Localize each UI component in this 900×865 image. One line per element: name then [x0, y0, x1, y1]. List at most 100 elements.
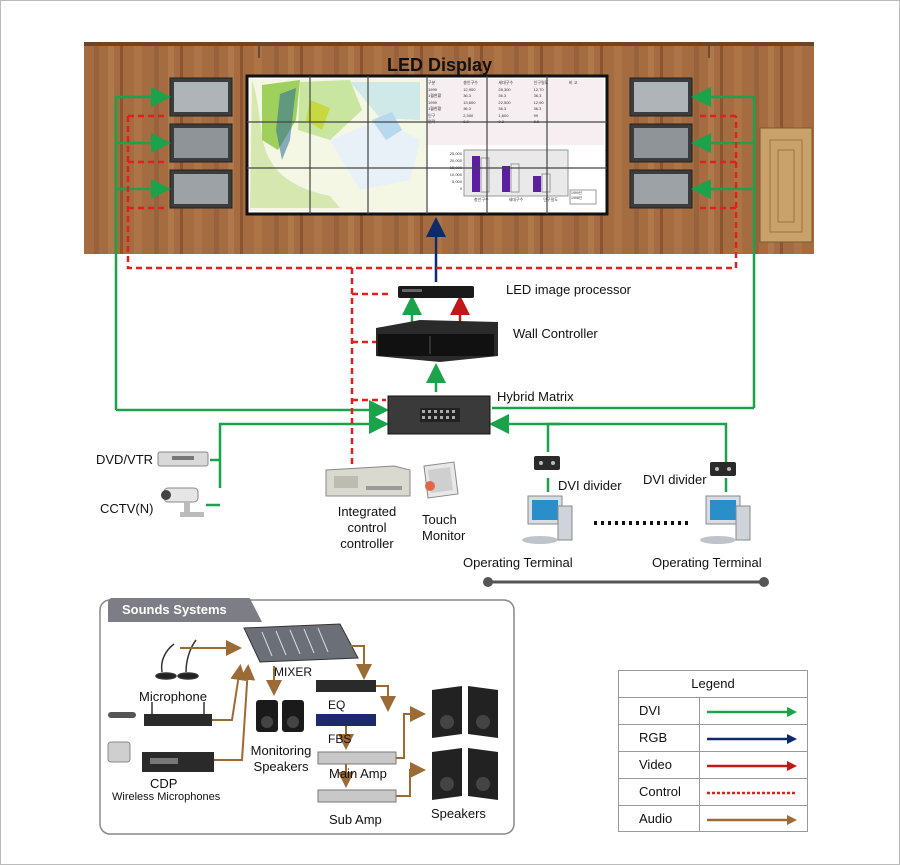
mixer-device — [243, 623, 359, 663]
operating-terminal-right — [700, 495, 751, 544]
hybrid-matrix-label: Hybrid Matrix — [497, 389, 574, 404]
microphone-icon — [155, 639, 199, 680]
screen-table-cell: 12,90 — [533, 99, 544, 105]
screen-table-cell: 9.3 — [498, 119, 504, 124]
legend-label: Video — [639, 757, 673, 772]
screen-chart-category: 인구밀도 — [543, 197, 558, 202]
main-amp-device — [317, 751, 397, 765]
legend-row-dvi: DVI — [619, 698, 807, 725]
screen-table-cell: 8.3 — [463, 119, 469, 124]
screen-chart-ytick: 10,000 — [449, 172, 462, 177]
dvi-divider-right-label: DVI divider — [643, 472, 707, 487]
legend-row-rgb: RGB — [619, 725, 807, 752]
screen-table-cell: 36.3 — [533, 106, 542, 111]
screen-chart-legend-item: 1999년 — [571, 191, 583, 195]
audio-connections — [180, 640, 426, 797]
wall-controller — [376, 320, 498, 362]
screen-table-header: 비 고 — [568, 80, 578, 85]
cdp-label: CDP — [150, 776, 178, 791]
screen-table-cell: 1,600 — [498, 112, 509, 118]
integrated-control-label: Integrated control controller — [337, 504, 397, 551]
screen-table-cell: 36.3 — [498, 93, 507, 98]
screen-table-cell: 12,900 — [463, 86, 476, 92]
legend-divider — [699, 697, 700, 831]
legend-label: RGB — [639, 730, 668, 745]
screen-table-cell: 12,70 — [533, 86, 544, 92]
legend-line-control — [707, 791, 797, 795]
legend-row-audio: Audio — [619, 806, 807, 832]
screen-table-cell: 인구 — [428, 112, 436, 118]
screen-table-cell: 1월현황 — [428, 106, 442, 111]
eq-device — [316, 680, 376, 692]
sounds-systems-tab: Sounds Systems — [108, 598, 262, 622]
eq-label: EQ — [328, 698, 346, 712]
sub-amp-device — [317, 789, 397, 803]
screen-table-cell: 99 — [533, 112, 539, 118]
legend-label: Control — [639, 784, 681, 799]
screen-chart-ytick: 15,000 — [449, 165, 462, 170]
screen-table-cell: 36.3 — [533, 93, 542, 98]
screen-chart-categories: 총인구수 세대구수 인구밀도 — [464, 197, 568, 203]
dvd-vtr-device — [157, 451, 209, 467]
speakers-icon — [432, 686, 498, 800]
screen-chart-category: 총인구수 — [473, 197, 489, 202]
door-icon — [759, 127, 813, 243]
terminal-left-label: Operating Terminal — [463, 555, 573, 570]
legend-line-rgb — [707, 734, 797, 744]
dvi-connections — [114, 87, 756, 507]
fbs-label: FBS — [328, 732, 352, 746]
led-image-processor — [398, 286, 474, 298]
wireless-receiver — [108, 702, 212, 726]
wireless-mic-label: Wireless Microphones — [112, 791, 221, 803]
control-connections — [126, 114, 738, 470]
screen-chart-ytick: 5,000 — [451, 179, 462, 184]
integrated-control-controller — [325, 465, 411, 497]
screen-chart-legend-item: 1998년 — [571, 196, 583, 200]
terminal-right-label: Operating Terminal — [652, 555, 762, 570]
dvi-divider-left-label: DVI divider — [558, 478, 622, 493]
fbs-device — [316, 714, 376, 726]
screen-table-cell: 1999 — [428, 86, 437, 92]
screen-table-cell: 22,500 — [498, 99, 511, 105]
dvd-vtr-label: DVD/VTR — [96, 452, 154, 467]
screen-table-header: 세대구수 — [498, 80, 514, 85]
screen-chart-ytick: 0 — [459, 186, 462, 191]
screen-table-cell: 13,600 — [463, 99, 476, 105]
led-processor-label: LED image processor — [506, 282, 631, 297]
led-screen — [245, 74, 609, 216]
legend-label: DVI — [639, 703, 661, 718]
microphone-label: Microphone — [139, 689, 207, 704]
screen-table-cell: 8.5 — [533, 119, 540, 124]
screen-table-header: 구분 — [428, 80, 436, 85]
legend-row-video: Video — [619, 752, 807, 779]
legend-label: Audio — [639, 811, 673, 826]
legend-line-video — [707, 761, 797, 771]
cctv-label: CCTV(N) — [100, 501, 154, 516]
network-bus — [483, 577, 769, 587]
dvi-divider-right — [710, 462, 736, 476]
cdp-device — [107, 741, 214, 772]
main-amp-label: Main Amp — [329, 766, 387, 781]
screen-chart-ytick: 25,000 — [449, 151, 462, 156]
screen-table-cell: 36.3 — [463, 106, 471, 111]
screen-table-cell: 1999 — [428, 99, 437, 105]
screen-table-row: 1999 13,600 22,500 12,90 — [428, 100, 604, 107]
screen-table-header: 총인구수 — [463, 80, 478, 85]
legend-title: Legend — [619, 671, 807, 698]
operating-terminal-left — [522, 495, 573, 544]
sub-amp-label: Sub Amp — [329, 812, 382, 827]
dvi-divider-left — [534, 456, 560, 470]
cctv-camera-icon — [161, 487, 204, 517]
monitoring-speakers-icon — [256, 700, 304, 732]
screen-chart-category: 세대구수 — [508, 197, 524, 202]
screen-table-header: 인구밀도 — [533, 80, 549, 85]
